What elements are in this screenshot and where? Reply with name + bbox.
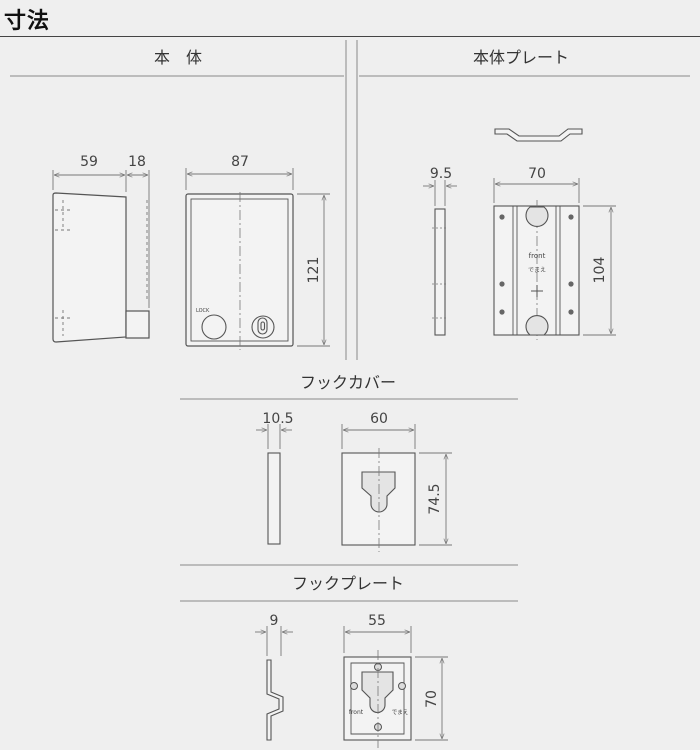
hook-plate-side-dim-lines [255, 626, 293, 656]
lock-knob [201, 314, 227, 340]
dim-body-plate-thickness: 9.5 [430, 166, 452, 182]
dim-body-plate-height: 104 [592, 257, 608, 284]
hook-plate-side-view [266, 659, 284, 741]
section-title-body-plate: 本体プレート [473, 48, 569, 67]
dim-hook-cover-thickness: 10.5 [262, 411, 293, 427]
keyhole-icon [251, 315, 275, 339]
body-front-view [185, 193, 294, 347]
dim-hook-plate-height: 70 [424, 690, 440, 708]
hook-cover-side-view [267, 452, 281, 545]
hook-cover-slot [361, 471, 396, 513]
dim-body-knob: 18 [128, 154, 146, 170]
dim-hook-cover-height: 74.5 [427, 483, 443, 514]
section-dividers [10, 40, 690, 602]
body-side-hidden-lines [55, 200, 148, 336]
body-plate-screw-holes [499, 214, 574, 315]
hook-plate-front-dim-lines [343, 626, 448, 741]
dim-body-height: 121 [306, 257, 322, 284]
hook-cover-side-dim-lines [256, 424, 292, 449]
hook-cover-front-dim-lines [341, 424, 452, 546]
body-plate-profile [494, 128, 583, 142]
section-title-hook-plate: フックプレート [292, 574, 404, 593]
body-plate-jp-label: でまえ [528, 267, 546, 274]
body-plate-front-label: front [529, 252, 546, 260]
body-plate-side-hidden [432, 227, 448, 319]
body-plate-side-dim-lines [423, 180, 457, 206]
section-title-hook-cover: フックカバー [300, 373, 396, 392]
hook-plate-front-label: front [349, 709, 364, 716]
dim-hook-plate-width: 55 [368, 613, 386, 629]
hook-plate-jp-label: でまえ [392, 709, 409, 716]
title-rule [0, 36, 700, 37]
dim-body-plate-width: 70 [528, 166, 546, 182]
dim-body-depth: 59 [80, 154, 98, 170]
body-plate-hook-slots [525, 206, 549, 336]
body-side-view [52, 192, 150, 343]
page-title: 寸法 [4, 9, 51, 34]
dim-hook-cover-width: 60 [370, 411, 388, 427]
body-front-dim-lines [185, 168, 330, 347]
body-side-dim-lines [52, 170, 150, 308]
section-title-body: 本 体 [154, 48, 202, 67]
body-plate-side-view [434, 208, 446, 336]
dim-hook-plate-thickness: 9 [270, 613, 279, 629]
lock-label: LOCK [196, 308, 210, 314]
body-plate-center-mark [531, 285, 543, 297]
body-plate-front-dim-lines [493, 178, 616, 336]
dim-body-width: 87 [231, 154, 249, 170]
hook-plate-slot [361, 671, 394, 713]
